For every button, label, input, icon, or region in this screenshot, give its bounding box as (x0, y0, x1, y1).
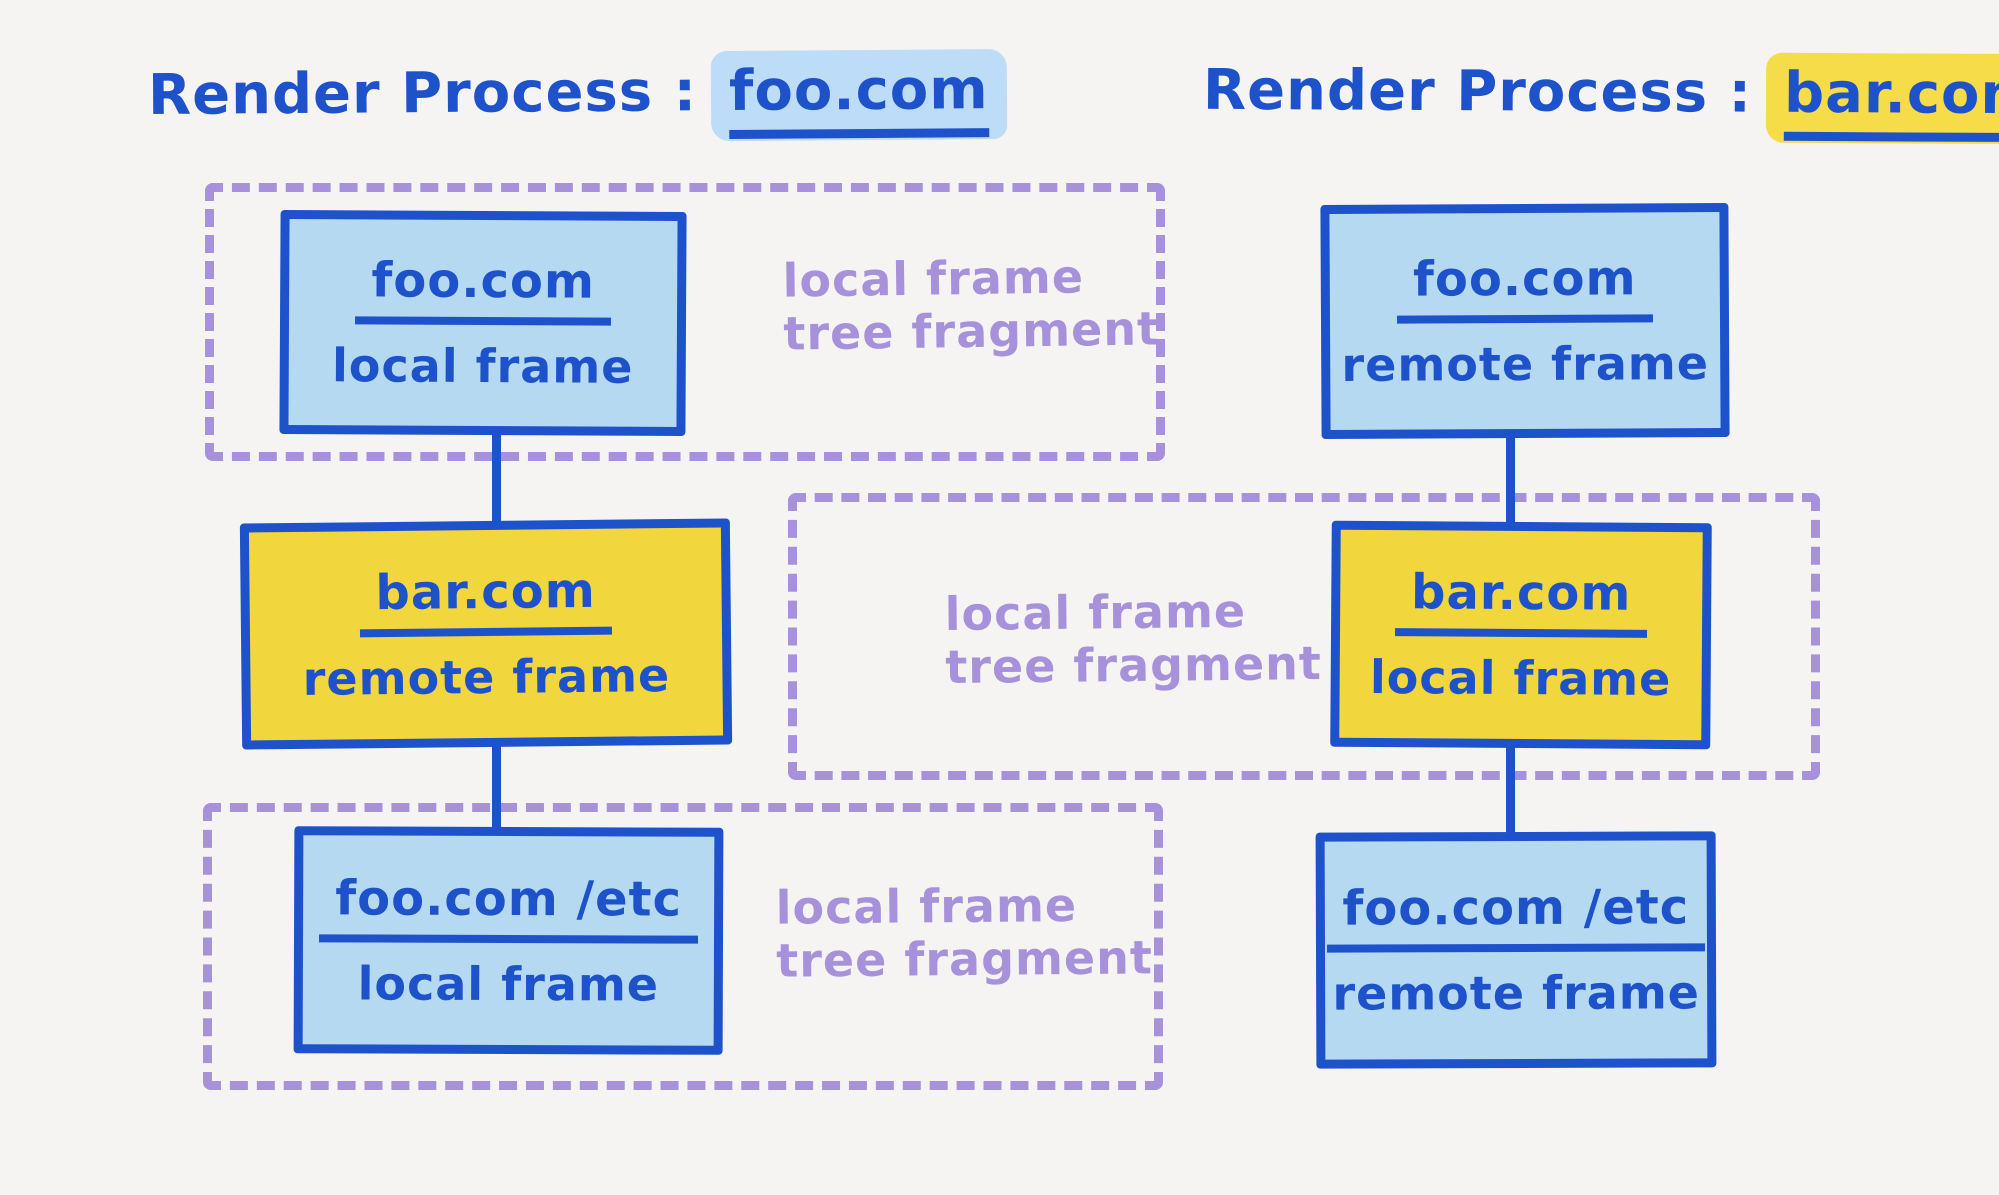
render-process-title-right: Render Process : bar.com (1202, 50, 1999, 145)
frame-domain: foo.com /etc (319, 869, 699, 944)
frame-type: remote frame (1332, 965, 1700, 1021)
fragment-box-left-top (205, 183, 1165, 461)
fragment-label-line2: tree fragment (775, 930, 1154, 989)
frame-type: remote frame (1341, 336, 1710, 392)
frame-domain: foo.com /etc (1326, 879, 1706, 953)
frame-node-left-top: foo.com local frame (279, 209, 687, 437)
frame-domain: foo.com (355, 252, 612, 326)
title-domain-left: foo.com (728, 57, 989, 139)
title-domain-right: bar.com (1783, 60, 1999, 143)
connector-left-top (492, 428, 501, 528)
frame-node-left-middle: bar.com remote frame (239, 518, 733, 750)
title-highlight-bar: bar.com (1765, 52, 1999, 145)
fragment-label-line1: local frame (944, 583, 1247, 641)
fragment-label-left-bottom: local frame tree fragment (776, 878, 1154, 988)
connector-left-bottom (492, 740, 501, 834)
fragment-label-left-top: local frame tree fragment (782, 249, 1160, 361)
fragment-box-middle-right (788, 493, 1820, 780)
frame-domain: bar.com (1394, 564, 1648, 638)
fragment-label-middle-right: local frame tree fragment (944, 584, 1322, 695)
title-highlight-foo: foo.com (710, 49, 1007, 142)
frame-node-right-bottom: foo.com /etc remote frame (1315, 831, 1717, 1069)
frame-type: remote frame (302, 648, 671, 706)
frame-type: local frame (331, 338, 634, 394)
frame-domain: foo.com (1396, 250, 1653, 324)
frame-type: local frame (1369, 649, 1672, 707)
fragment-label-line2: tree fragment (783, 301, 1161, 361)
title-prefix-left: Render Process : (147, 59, 698, 128)
fragment-label-line1: local frame (782, 249, 1085, 308)
fragment-box-left-bottom (203, 803, 1163, 1090)
frame-node-right-middle: bar.com local frame (1330, 520, 1712, 750)
connector-right-top (1506, 430, 1515, 530)
frame-domain: bar.com (359, 562, 613, 638)
title-prefix-right: Render Process : (1202, 57, 1753, 126)
frame-node-right-top: foo.com remote frame (1320, 202, 1730, 440)
frame-type: local frame (357, 955, 660, 1012)
frame-node-left-bottom: foo.com /etc local frame (293, 826, 724, 1055)
connector-right-bottom (1506, 742, 1515, 838)
render-process-title-left: Render Process : foo.com (148, 49, 1007, 145)
fragment-label-line1: local frame (775, 878, 1078, 935)
fragment-label-line2: tree fragment (944, 636, 1323, 695)
